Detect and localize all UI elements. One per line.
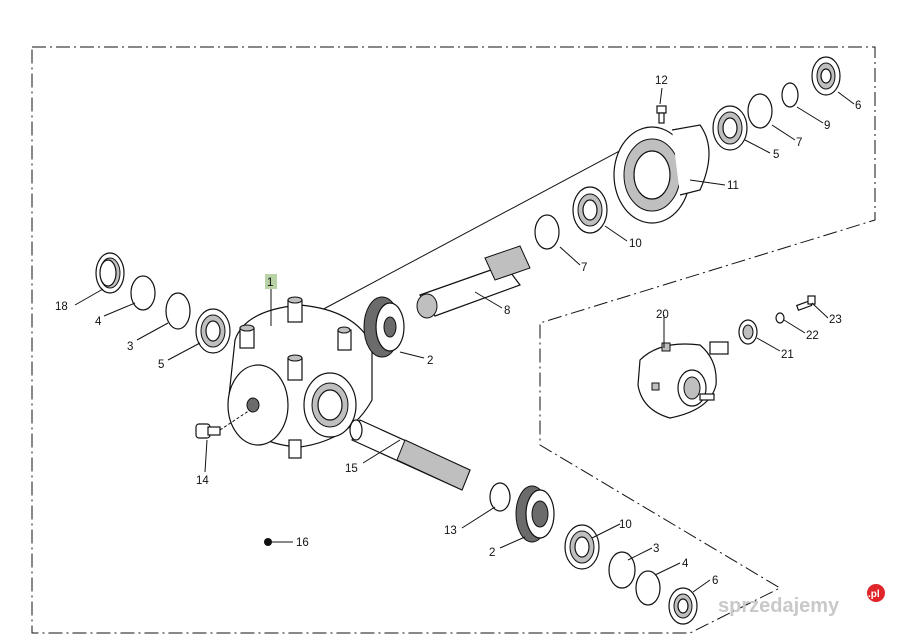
watermark-brand: sprzedajemy xyxy=(718,595,840,617)
callout-5-left: 5 xyxy=(158,359,164,371)
leader-lines xyxy=(74,87,855,593)
bevel-gear-upper xyxy=(363,296,405,358)
watermark-badge xyxy=(867,584,885,602)
callout-21: 21 xyxy=(781,349,794,361)
circlip-left xyxy=(130,275,156,311)
circlip-lower xyxy=(635,570,661,606)
seal-upper xyxy=(811,56,841,96)
callout-13: 13 xyxy=(444,525,457,537)
bevel-gear-lower xyxy=(515,485,555,543)
bolt-14-guide xyxy=(219,409,251,431)
seal-lower xyxy=(668,587,698,625)
callout-10-lower: 10 xyxy=(619,519,632,531)
splined-shaft-upper xyxy=(416,245,531,319)
o-ring-lower xyxy=(608,551,636,589)
callout-3-left: 3 xyxy=(127,341,133,353)
callout-4-left: 4 xyxy=(95,316,102,328)
bolt-14 xyxy=(195,423,221,439)
callout-2-lower: 2 xyxy=(489,547,495,559)
callout-1: 1 xyxy=(267,277,273,289)
guide-line-upper xyxy=(317,139,641,313)
bearing-upper-right xyxy=(712,105,748,151)
callout-10-upper: 10 xyxy=(629,238,642,250)
o-ring-7-upper xyxy=(534,214,560,250)
callout-8: 8 xyxy=(504,305,510,317)
callout-18: 18 xyxy=(55,301,68,313)
screw-23 xyxy=(795,295,816,311)
callout-5-right: 5 xyxy=(773,149,779,161)
callout-12: 12 xyxy=(655,75,668,87)
bearing-upper xyxy=(572,186,608,234)
callout-1-highlight xyxy=(265,274,277,289)
callout-11: 11 xyxy=(727,180,739,192)
callout-15: 15 xyxy=(345,463,358,475)
callout-3-lower: 3 xyxy=(653,543,659,555)
marker-dot-16 xyxy=(264,538,272,546)
watermark-tld: .pl xyxy=(868,589,880,600)
flange-housing xyxy=(613,124,710,224)
callout-7-upper: 7 xyxy=(581,262,587,274)
callout-22: 22 xyxy=(806,330,819,342)
gearbox-housing xyxy=(227,296,373,459)
callout-labels: 1 18 4 3 5 2 8 7 10 11 12 5 7 9 6 14 15 … xyxy=(55,75,861,587)
callout-9: 9 xyxy=(824,120,830,132)
callout-6-lower: 6 xyxy=(712,575,718,587)
small-gearbox-assembly xyxy=(637,341,729,419)
washer-22 xyxy=(775,312,785,324)
callout-4-lower: 4 xyxy=(682,558,689,570)
o-ring-7-right xyxy=(747,93,773,129)
callout-23: 23 xyxy=(829,314,842,326)
end-cap xyxy=(95,252,125,294)
callout-7-right: 7 xyxy=(796,137,802,149)
bushing-21 xyxy=(738,319,758,345)
callout-14: 14 xyxy=(196,475,209,487)
splined-shaft-lower xyxy=(349,419,471,491)
assembly-boundary xyxy=(31,46,876,634)
callout-6-upper: 6 xyxy=(855,100,861,112)
watermark: sprzedajemy .pl xyxy=(718,584,885,617)
callout-20: 20 xyxy=(656,309,669,321)
bolt-12 xyxy=(656,105,667,124)
callout-16: 16 xyxy=(296,537,309,549)
callout-2-upper: 2 xyxy=(427,355,433,367)
bearing-left xyxy=(195,308,231,354)
ring-13 xyxy=(489,482,511,512)
circlip-9 xyxy=(781,82,799,108)
o-ring-left xyxy=(165,292,191,330)
bearing-lower xyxy=(564,524,600,570)
